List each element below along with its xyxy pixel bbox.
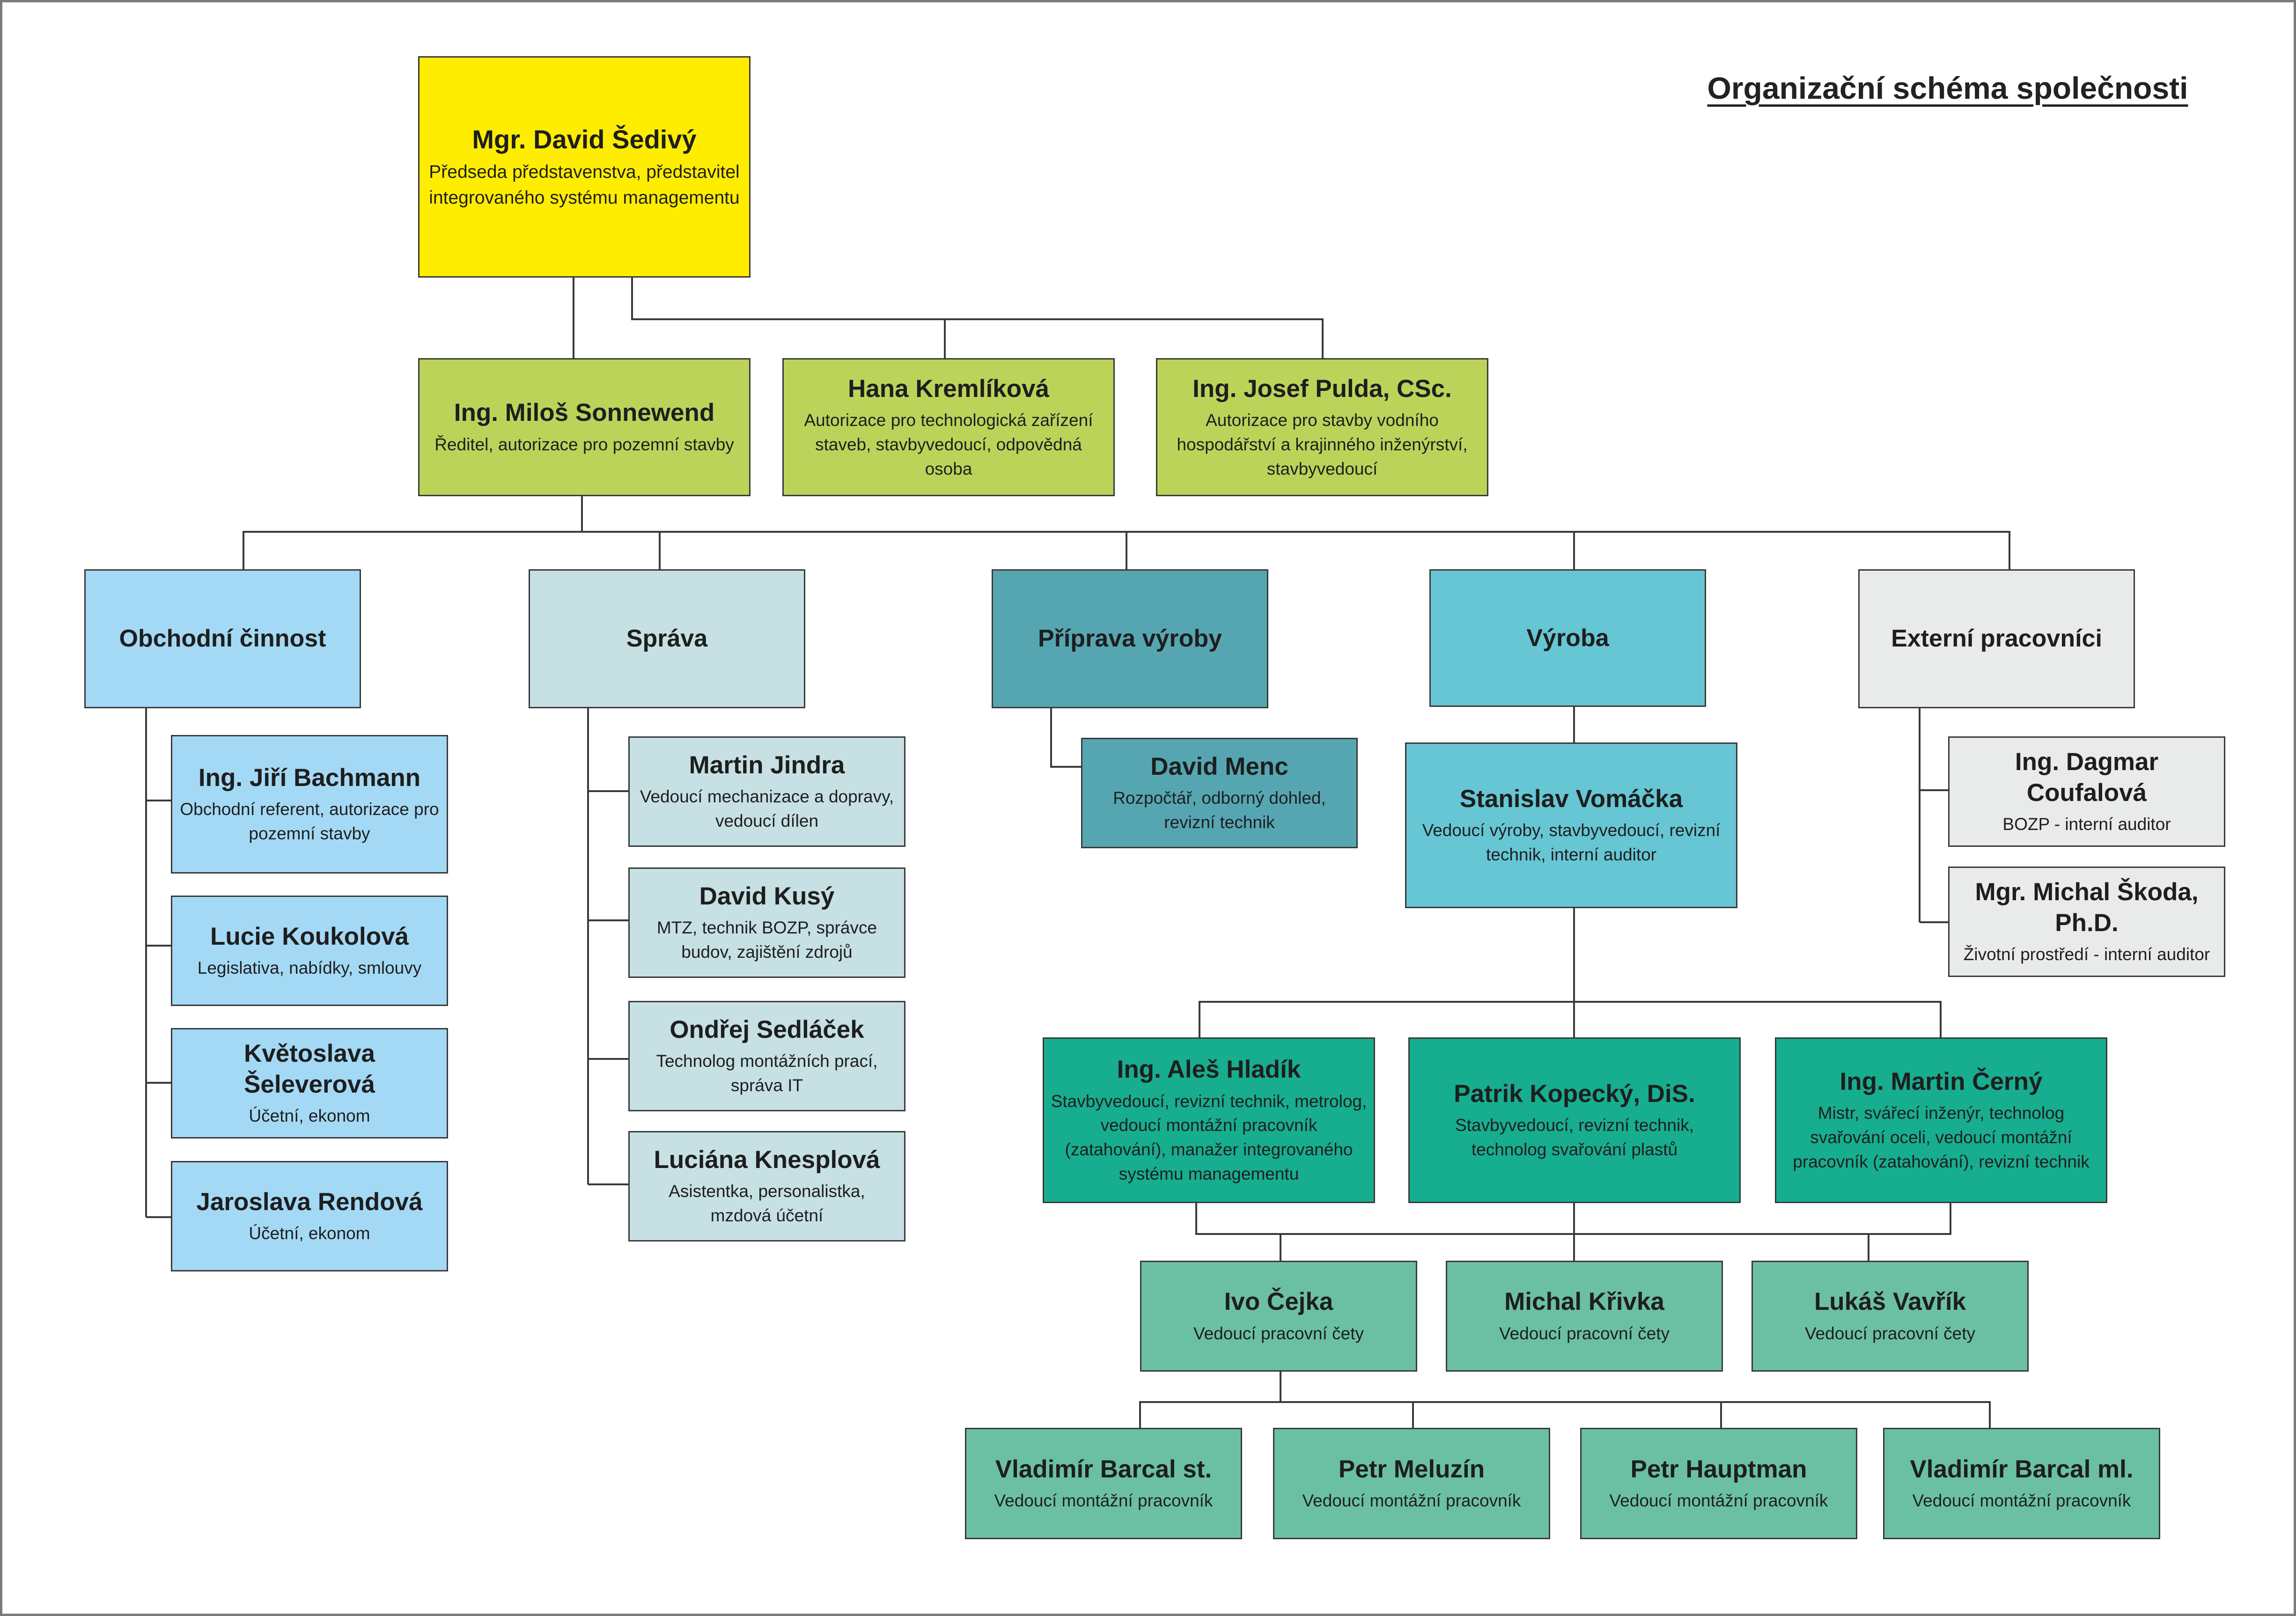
montazni-box: Petr Hauptman Vedoucí montážní pracovník [1580, 1428, 1857, 1539]
person-role: Účetní, ekonom [249, 1224, 370, 1243]
person-name: Vladimír Barcal st. [995, 1455, 1212, 1483]
department-sprava: Správa [529, 569, 805, 708]
person-role: Autorizace pro technologická zařízení st… [804, 410, 1093, 478]
department-name: Správa [626, 625, 708, 652]
person-role: Legislativa, nabídky, smlouvy [197, 958, 422, 978]
person-role: Technolog montážních prací, správa IT [656, 1051, 878, 1095]
staff-box: Lucie Koukolová Legislativa, nabídky, sm… [171, 896, 448, 1006]
person-name: Ing. Josef Pulda, CSc. [1192, 375, 1452, 403]
person-role: Účetní, ekonom [249, 1106, 370, 1126]
person-role: Vedoucí mechanizace a dopravy, vedoucí d… [640, 787, 894, 831]
vyroba-head-box: Stanislav Vomáčka Vedoucí výroby, stavby… [1405, 742, 1737, 908]
department-externi: Externí pracovníci [1858, 569, 2135, 708]
ceo-box: Mgr. David Šedivý Předseda představenstv… [418, 56, 751, 278]
person-role: Předseda představenstva, představitel in… [429, 162, 740, 208]
person-role: MTZ, technik BOZP, správce budov, zajišt… [656, 918, 877, 962]
person-role: Stavbyvedoucí, revizní technik, metrolog… [1051, 1091, 1367, 1183]
staff-box: David Menc Rozpočtář, odborný dohled, re… [1081, 738, 1358, 848]
person-role: Asistentka, personalistka, mzdová účetní [669, 1182, 865, 1226]
montazni-box: Petr Meluzín Vedoucí montážní pracovník [1273, 1428, 1550, 1539]
person-role: Autorizace pro stavby vodního hospodářst… [1177, 410, 1468, 478]
staff-box: Mgr. Michal Škoda, Ph.D. Životní prostře… [1948, 867, 2225, 977]
department-obchod: Obchodní činnost [84, 569, 361, 708]
director-box: Ing. Miloš Sonnewend Ředitel, autorizace… [418, 358, 751, 496]
person-name: David Menc [1150, 753, 1288, 781]
connector-ceo-management [631, 278, 946, 358]
person-name: Luciána Knesplová [654, 1146, 880, 1174]
person-name: Martin Jindra [689, 751, 845, 779]
person-role: Rozpočtář, odborný dohled, revizní techn… [1113, 788, 1326, 832]
person-role: Životní prostředí - interní auditor [1963, 945, 2210, 964]
person-role: Vedoucí montážní pracovník [1609, 1491, 1828, 1511]
department-name: Externí pracovníci [1891, 625, 2102, 652]
person-name: Ing. Aleš Hladík [1117, 1056, 1301, 1084]
person-name: Ing. Martin Černý [1840, 1068, 2043, 1096]
montazni-box: Vladimír Barcal ml. Vedoucí montážní pra… [1883, 1428, 2160, 1539]
department-name: Příprava výroby [1038, 625, 1222, 652]
person-name: Petr Hauptman [1630, 1455, 1807, 1483]
person-role: Vedoucí pracovní čety [1193, 1323, 1364, 1343]
person-role: Ředitel, autorizace pro pozemní stavby [434, 434, 734, 454]
person-role: Vedoucí pracovní čety [1804, 1323, 1976, 1343]
person-role: Vedoucí montážní pracovník [1912, 1491, 2131, 1511]
connector-stavbyvedouci-bus [1199, 1001, 1942, 1037]
person-name: Ing. Jiří Bachmann [198, 764, 421, 792]
person-name: Mgr. Michal Škoda, Ph.D. [1975, 878, 2199, 937]
ceta-box: Michal Křivka Vedoucí pracovní čety [1446, 1261, 1723, 1372]
person-name: Květoslava Šeleverová [244, 1039, 375, 1099]
person-name: Petr Meluzín [1338, 1455, 1485, 1483]
staff-box: Ing. Dagmar Coufalová BOZP - interní aud… [1948, 736, 2225, 847]
management-box: Hana Kremlíková Autorizace pro technolog… [782, 358, 1115, 496]
person-name: Vladimír Barcal ml. [1910, 1455, 2134, 1483]
ceta-box: Lukáš Vavřík Vedoucí pracovní čety [1751, 1261, 2029, 1372]
person-role: Vedoucí výroby, stavbyvedoucí, revizní t… [1422, 821, 1721, 865]
connector-ceo-pulda [945, 318, 1324, 358]
department-name: Výroba [1526, 624, 1609, 652]
person-name: Hana Kremlíková [847, 375, 1050, 403]
department-name: Obchodní činnost [119, 625, 326, 652]
person-role: Mistr, svářecí inženýr, technolog svařov… [1793, 1103, 2090, 1172]
person-role: Vedoucí montážní pracovník [994, 1491, 1213, 1511]
staff-box: Luciána Knesplová Asistentka, personalis… [628, 1131, 905, 1241]
connector-priprava [1050, 708, 1081, 768]
management-box: Ing. Josef Pulda, CSc. Autorizace pro st… [1156, 358, 1488, 496]
person-name: Mgr. David Šedivý [472, 124, 697, 154]
stavbyvedouci-box: Ing. Aleš Hladík Stavbyvedoucí, revizní … [1043, 1037, 1375, 1203]
staff-box: Květoslava Šeleverová Účetní, ekonom [171, 1028, 448, 1139]
person-name: Lucie Koukolová [210, 922, 409, 950]
staff-box: Martin Jindra Vedoucí mechanizace a dopr… [628, 736, 905, 847]
montazni-box: Vladimír Barcal st. Vedoucí montážní pra… [965, 1428, 1242, 1539]
person-name: David Kusý [699, 882, 835, 911]
person-name: Patrik Kopecký, DiS. [1454, 1080, 1695, 1108]
person-name: Stanislav Vomáčka [1459, 785, 1683, 813]
staff-box: Ondřej Sedláček Technolog montážních pra… [628, 1001, 905, 1111]
person-role: BOZP - interní auditor [2002, 815, 2171, 834]
person-role: Obchodní referent, autorizace pro pozemn… [180, 800, 439, 844]
person-role: Vedoucí montážní pracovník [1302, 1491, 1521, 1511]
page-title: Organizační schéma společnosti [1707, 71, 2188, 105]
staff-box: David Kusý MTZ, technik BOZP, správce bu… [628, 867, 905, 978]
department-priprava: Příprava výroby [992, 569, 1268, 708]
staff-box: Jaroslava Rendová Účetní, ekonom [171, 1161, 448, 1271]
person-name: Lukáš Vavřík [1814, 1288, 1966, 1316]
staff-box: Ing. Jiří Bachmann Obchodní referent, au… [171, 735, 448, 874]
person-name: Ing. Miloš Sonnewend [454, 399, 715, 427]
person-name: Ondřej Sedláček [670, 1016, 864, 1044]
person-name: Ivo Čejka [1224, 1288, 1333, 1316]
person-role: Stavbyvedoucí, revizní technik, technolo… [1455, 1116, 1694, 1160]
person-role: Vedoucí pracovní čety [1499, 1323, 1670, 1343]
stavbyvedouci-box: Patrik Kopecký, DiS. Stavbyvedoucí, revi… [1408, 1037, 1741, 1203]
person-name: Ing. Dagmar Coufalová [2015, 748, 2159, 807]
person-name: Jaroslava Rendová [196, 1188, 423, 1216]
stavbyvedouci-box: Ing. Martin Černý Mistr, svářecí inženýr… [1775, 1037, 2107, 1203]
person-name: Michal Křivka [1504, 1288, 1664, 1316]
department-vyroba: Výroba [1429, 569, 1706, 707]
ceta-box: Ivo Čejka Vedoucí pracovní čety [1140, 1261, 1417, 1372]
connector-montazni-bus [1139, 1401, 1991, 1428]
